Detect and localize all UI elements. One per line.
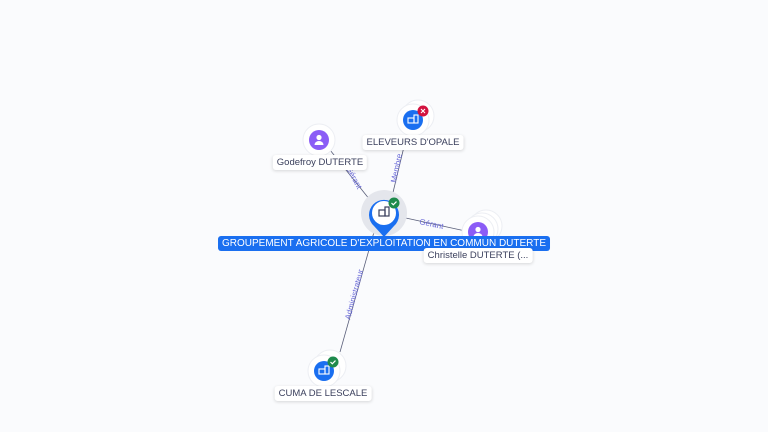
edge-label-eleveurs: Membre — [389, 152, 404, 183]
person-icon — [314, 134, 324, 145]
node-label-christelle[interactable]: Christelle DUTERTE (... — [423, 248, 533, 263]
check-icon — [388, 197, 400, 209]
building-icon — [378, 206, 390, 217]
building-icon — [318, 365, 330, 375]
node-godefroy[interactable] — [302, 123, 336, 157]
edge-label-cuma: Administrateur — [343, 268, 365, 320]
node-label-cuma[interactable]: CUMA DE LESCALE — [274, 386, 372, 401]
node-main[interactable] — [361, 190, 407, 237]
node-label-eleveurs[interactable]: ELEVEURS D'OPALE — [362, 135, 464, 150]
main-node-label[interactable]: GROUPEMENT AGRICOLE D'EXPLOITATION EN CO… — [218, 236, 550, 251]
node-cuma[interactable] — [307, 349, 347, 388]
node-eleveurs[interactable] — [396, 99, 435, 137]
edge-label-christelle: Gérant — [419, 217, 446, 231]
check-icon — [327, 356, 339, 368]
node-label-godefroy[interactable]: Godefroy DUTERTE — [272, 155, 368, 170]
building-icon — [407, 114, 419, 124]
